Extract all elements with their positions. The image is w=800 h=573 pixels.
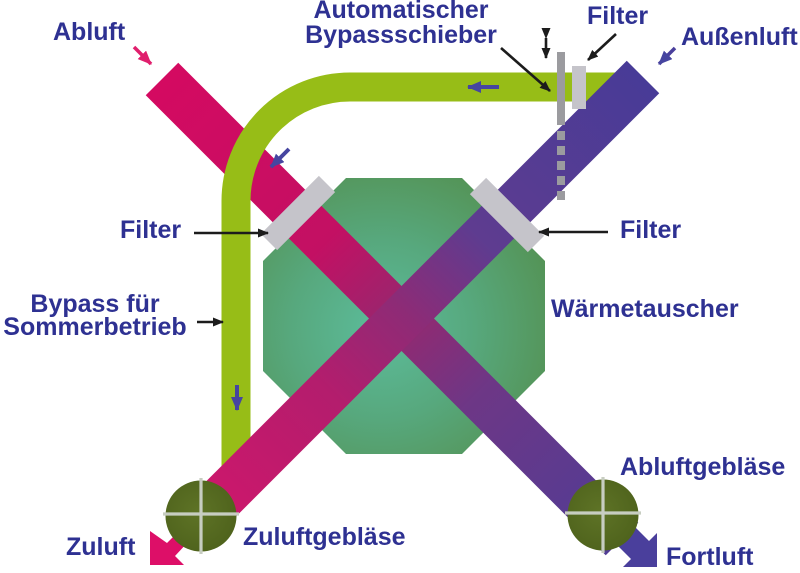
filter-top-callout-arrow xyxy=(587,33,617,61)
label-zuluft: Zuluft xyxy=(66,533,136,561)
exhaust-fan xyxy=(565,477,641,553)
abluft-inlet-arrow xyxy=(132,45,153,66)
label-automatic-bypass-line2: Bypassschieber xyxy=(305,21,497,49)
filter-bar-left xyxy=(260,175,336,251)
filter-bar-top xyxy=(572,66,586,109)
label-aussenluft: Außenluft xyxy=(681,23,798,51)
aussenluft-inlet-arrow xyxy=(657,46,677,66)
label-filter-top: Filter xyxy=(587,2,649,30)
label-bypass-summer: Bypass für Sommerbetrieb xyxy=(1,290,189,341)
label-automatic-bypass-slider: Automatischer Bypassschieber xyxy=(295,0,507,48)
label-automatic-bypass-line1: Automatischer xyxy=(313,0,489,24)
label-filter-left: Filter xyxy=(120,216,182,244)
label-abluft: Abluft xyxy=(53,18,126,46)
filter-bar-right xyxy=(469,177,545,253)
label-fortluft: Fortluft xyxy=(666,543,754,571)
label-bypass-summer-line1: Bypass für xyxy=(30,290,160,318)
bypass-slider xyxy=(557,52,565,200)
label-zuluftgeblaese: Zuluftgebläse xyxy=(243,523,406,551)
label-waermetauscher: Wärmetauscher xyxy=(551,295,739,323)
bypass-duct xyxy=(221,72,616,478)
supply-air-duct xyxy=(171,60,660,549)
supply-fan xyxy=(163,478,239,554)
label-filter-right: Filter xyxy=(620,216,682,244)
bypass-slider-callout-arrow xyxy=(500,47,551,92)
label-abluftgeblaese: Abluftgebläse xyxy=(620,453,786,481)
bypass-flow-arrow-elbow xyxy=(269,147,291,169)
label-bypass-summer-line2: Sommerbetrieb xyxy=(3,313,187,341)
